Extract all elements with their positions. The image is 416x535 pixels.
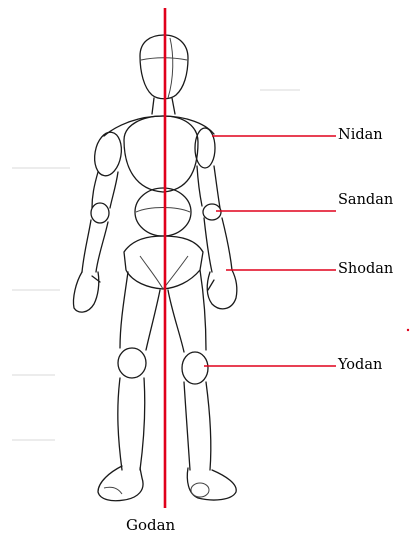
waist: [135, 188, 191, 236]
label-godan: Godan: [126, 516, 176, 534]
left-forearm: [82, 220, 108, 272]
hips: [124, 236, 203, 289]
left-shoulder-joint: [91, 130, 124, 178]
leader-lines: [204, 136, 336, 366]
label-yodan: Yodan: [337, 357, 382, 373]
chest: [124, 116, 198, 192]
shoulders: [104, 116, 214, 136]
left-hand: [73, 272, 100, 312]
left-shin: [118, 378, 145, 470]
right-shin: [184, 382, 211, 470]
label-sandan: Sandan: [338, 192, 393, 208]
left-knee: [118, 348, 146, 378]
left-upper-arm: [92, 172, 118, 208]
right-thigh: [168, 270, 206, 352]
label-shodan: Shodan: [338, 261, 393, 277]
right-upper-arm: [197, 166, 220, 208]
stray-mark: [407, 329, 409, 331]
right-hand: [207, 270, 237, 309]
neck: [152, 98, 175, 114]
human-figure: [73, 35, 236, 501]
label-nidan: Nidan: [338, 127, 383, 143]
right-knee: [182, 352, 208, 384]
background-artifacts: [12, 90, 300, 440]
right-forearm: [204, 218, 232, 272]
left-elbow: [91, 203, 109, 223]
right-elbow: [203, 204, 221, 220]
left-foot: [98, 466, 143, 501]
